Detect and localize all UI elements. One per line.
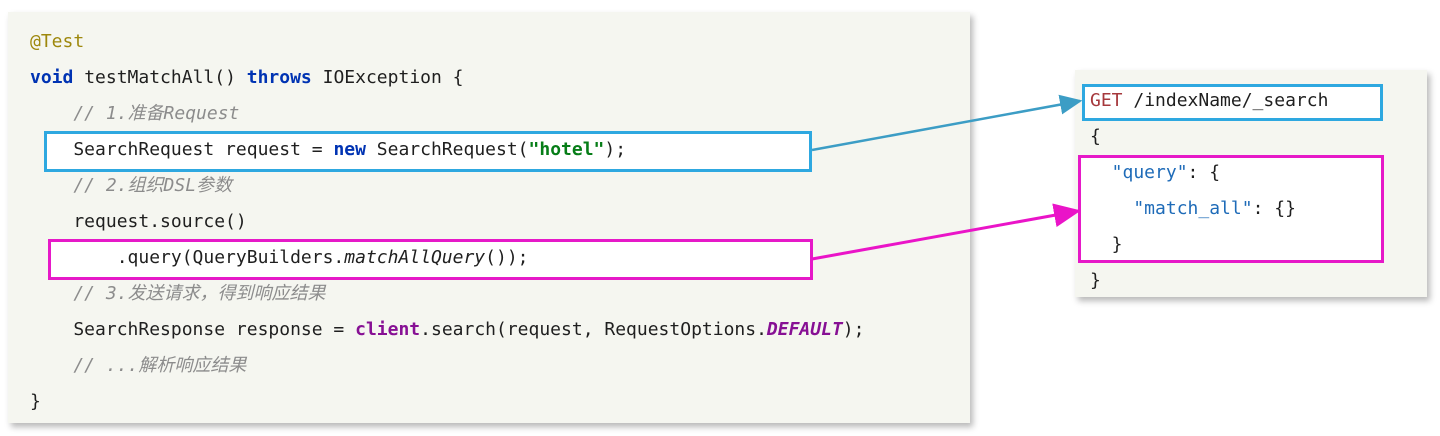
code-token-plain: SearchRequest( xyxy=(365,139,529,160)
code-line: "query": { xyxy=(1090,155,1427,191)
code-token-keyword: void xyxy=(30,67,74,88)
code-line: @Test xyxy=(30,24,970,60)
code-token-json-key: "query" xyxy=(1111,162,1188,183)
code-token-http-method: GET xyxy=(1090,90,1123,111)
code-line: // ...解析响应结果 xyxy=(30,348,970,384)
highlight-box-get-endpoint xyxy=(1082,84,1383,121)
code-token-plain: SearchResponse response = xyxy=(73,319,356,340)
code-token-comment: // 1.准备Request xyxy=(73,103,240,124)
highlight-box-query-builder xyxy=(48,239,813,280)
code-line: request.source() xyxy=(30,204,970,240)
code-token-comment: // 3.发送请求，得到响应结果 xyxy=(73,283,326,304)
code-line: "match_all": {} xyxy=(1090,191,1427,227)
code-token-plain: } xyxy=(30,391,41,412)
code-token-plain: ); xyxy=(842,319,865,340)
code-line: } xyxy=(30,384,970,420)
code-token-comment: // 2.组织DSL参数 xyxy=(73,175,233,196)
code-token-comment: // ...解析响应结果 xyxy=(73,355,247,376)
code-line: void testMatchAll() throws IOException { xyxy=(30,60,970,96)
code-line: } xyxy=(1090,263,1427,299)
code-token-plain: } xyxy=(1090,270,1101,291)
code-token-plain: testMatchAll() xyxy=(73,67,247,88)
code-token-plain: : {} xyxy=(1252,198,1296,219)
code-line: { xyxy=(1090,119,1427,155)
dsl-request-panel: GET /indexName/_search{"query": {"match_… xyxy=(1075,70,1427,297)
code-token-keyword: new xyxy=(333,139,366,160)
code-token-static-field: DEFAULT xyxy=(766,319,843,340)
code-token-keyword: throws xyxy=(246,67,312,88)
code-token-field: client xyxy=(355,319,421,340)
code-token-plain: SearchRequest request = xyxy=(73,139,334,160)
code-token-json-key: "match_all" xyxy=(1133,198,1253,219)
code-token-string: "hotel" xyxy=(528,139,605,160)
highlight-box-match-all-query xyxy=(1078,155,1384,263)
code-token-static-method: matchAllQuery xyxy=(344,247,486,268)
code-line: // 3.发送请求，得到响应结果 xyxy=(30,276,970,312)
code-line: GET /indexName/_search xyxy=(1090,83,1427,119)
code-line: // 2.组织DSL参数 xyxy=(30,168,970,204)
code-token-plain: ()); xyxy=(485,247,529,268)
code-token-plain: ); xyxy=(604,139,627,160)
code-token-annotation: @Test xyxy=(30,31,85,52)
code-token-plain: .search(request, RequestOptions. xyxy=(420,319,767,340)
dsl-code-lines: GET /indexName/_search{"query": {"match_… xyxy=(1090,83,1427,299)
code-line: .query(QueryBuilders.matchAllQuery()); xyxy=(30,240,970,276)
code-token-plain: /indexName/_search xyxy=(1122,90,1329,111)
code-token-plain: request.source() xyxy=(73,211,247,232)
java-code-panel: @Test void testMatchAll() throws IOExcept… xyxy=(8,12,970,423)
code-token-plain: IOException { xyxy=(311,67,464,88)
code-line: SearchResponse response = client.search(… xyxy=(30,312,970,348)
code-token-plain: : { xyxy=(1187,162,1221,183)
code-token-plain: { xyxy=(1090,126,1101,147)
highlight-box-search-request xyxy=(44,131,812,172)
code-line: // 1.准备Request xyxy=(30,96,970,132)
code-line: } xyxy=(1090,227,1427,263)
code-token-plain: .query(QueryBuilders. xyxy=(116,247,345,268)
code-line: SearchRequest request = new SearchReques… xyxy=(30,132,970,168)
code-token-plain: } xyxy=(1111,234,1123,255)
java-code-lines: @Test void testMatchAll() throws IOExcept… xyxy=(30,24,970,420)
